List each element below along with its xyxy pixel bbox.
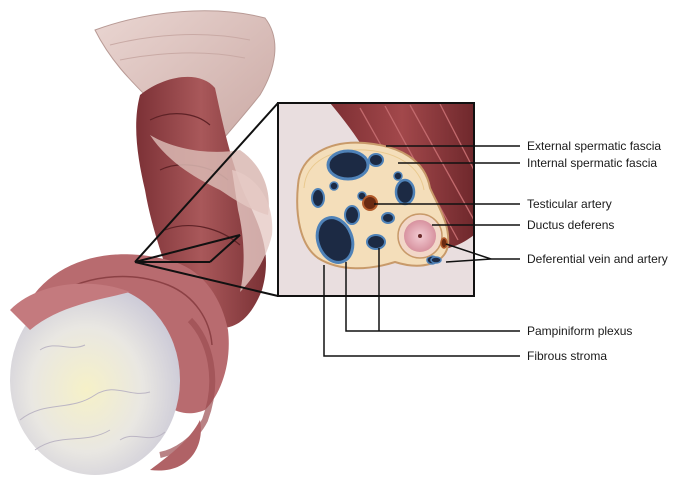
testis bbox=[10, 283, 201, 475]
label-ductus-deferens: Ductus deferens bbox=[527, 218, 615, 232]
label-pampiniform-plexus: Pampiniform plexus bbox=[527, 324, 633, 338]
label-fibrous-stroma: Fibrous stroma bbox=[527, 349, 608, 363]
leader-fibrous-stroma bbox=[323, 265, 520, 357]
cross-section-inset bbox=[277, 102, 475, 297]
leader-lines bbox=[323, 145, 520, 357]
label-internal-spermatic-fascia: Internal spermatic fascia bbox=[527, 156, 658, 170]
label-deferential-vein-and-artery: Deferential vein and artery bbox=[527, 252, 668, 266]
label-external-spermatic-fascia: External spermatic fascia bbox=[527, 139, 662, 153]
magnification-pointer bbox=[134, 102, 279, 297]
leader-pampiniform-plexus bbox=[345, 262, 520, 332]
label-testicular-artery: Testicular artery bbox=[527, 197, 612, 211]
